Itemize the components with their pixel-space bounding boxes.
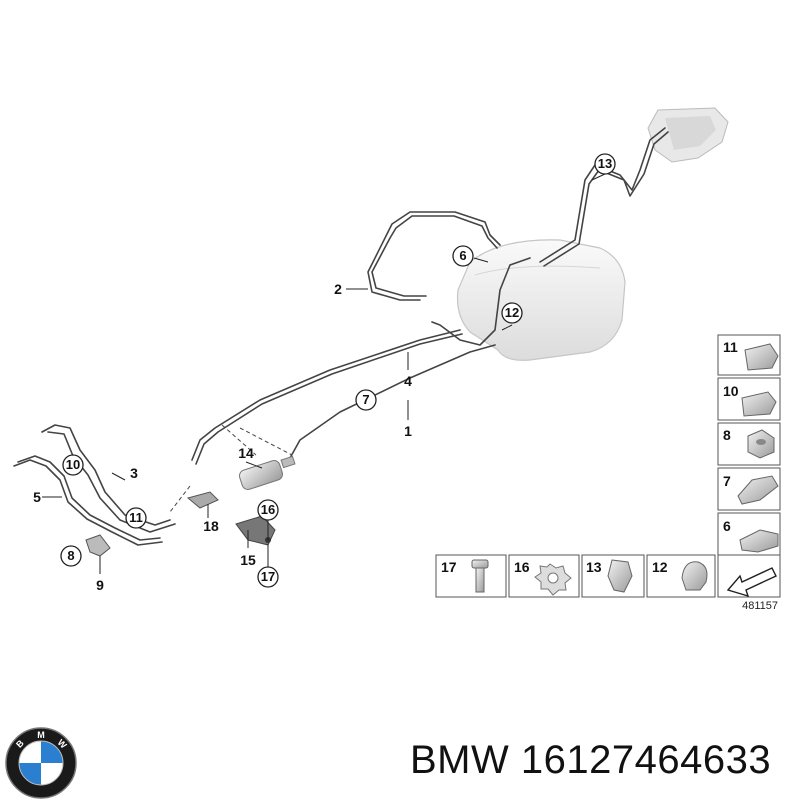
legend-item-8: 8 [717, 422, 781, 466]
svg-text:12: 12 [505, 305, 519, 320]
leader-dashes [169, 424, 293, 513]
svg-text:10: 10 [723, 383, 739, 399]
svg-text:16: 16 [261, 502, 275, 517]
legend-item-17: 17 [435, 554, 507, 598]
legend-item-7: 7 [717, 467, 781, 511]
callout-12: 12 [501, 302, 523, 324]
callout-2: 2 [334, 281, 342, 297]
diagram-id: 481157 [742, 600, 778, 612]
svg-text:11: 11 [723, 339, 738, 355]
bracket-8 [85, 534, 111, 557]
callout-11: 11 [125, 507, 147, 529]
callout-14: 14 [238, 445, 254, 461]
svg-text:8: 8 [723, 427, 731, 443]
callout-1: 1 [404, 423, 412, 439]
legend-bottom: 17 16 13 12 481157 [435, 554, 781, 612]
fuel-filter [238, 455, 296, 490]
svg-text:7: 7 [723, 473, 731, 489]
svg-text:11: 11 [129, 510, 143, 525]
callout-18: 18 [203, 518, 219, 534]
legend-item-6: 6 [717, 512, 781, 556]
callout-10: 10 [62, 454, 84, 476]
callout-circles: 6 12 13 7 10 11 8 16 17 [60, 153, 616, 588]
callout-5: 5 [33, 489, 41, 505]
brand-name: BMW [410, 738, 510, 782]
legend-item-16: 16 [508, 554, 580, 598]
callout-3: 3 [130, 465, 138, 481]
callout-6: 6 [452, 245, 474, 267]
svg-text:16: 16 [514, 559, 530, 575]
svg-text:12: 12 [652, 559, 668, 575]
part-number: 16127464633 [520, 738, 772, 782]
legend-item-13: 13 [581, 554, 645, 598]
callout-15: 15 [240, 552, 256, 568]
callout-16: 16 [257, 499, 279, 521]
callout-9: 9 [96, 577, 104, 593]
bmw-logo: B M W [5, 727, 77, 799]
callout-numbers: 2 4 1 3 5 14 18 15 9 [33, 281, 412, 593]
logo-letter-m: M [37, 730, 45, 740]
legend-item-12: 12 [646, 554, 716, 598]
svg-text:7: 7 [362, 392, 369, 407]
svg-text:13: 13 [598, 156, 612, 171]
engine-component [647, 107, 729, 163]
callout-leaders [42, 173, 606, 574]
arrow-icon [726, 567, 777, 598]
callout-7: 7 [355, 389, 377, 411]
legend-arrow-box [717, 554, 781, 598]
legend-right: 11 10 8 7 6 [717, 334, 781, 556]
svg-text:8: 8 [67, 548, 74, 563]
brand-part-number: BMW 16127464633 [410, 738, 771, 783]
callout-13: 13 [594, 153, 616, 175]
callout-17: 17 [257, 566, 279, 588]
fuel-tank [456, 239, 626, 361]
svg-text:6: 6 [459, 248, 466, 263]
legend-item-10: 10 [717, 377, 781, 421]
svg-text:10: 10 [66, 457, 80, 472]
callout-4: 4 [404, 373, 412, 389]
legend-item-11: 11 [717, 334, 781, 376]
callout-8: 8 [60, 545, 82, 567]
svg-text:17: 17 [261, 569, 275, 584]
svg-text:13: 13 [586, 559, 602, 575]
clip-18 [186, 491, 219, 509]
svg-text:17: 17 [441, 559, 457, 575]
svg-text:6: 6 [723, 518, 731, 534]
